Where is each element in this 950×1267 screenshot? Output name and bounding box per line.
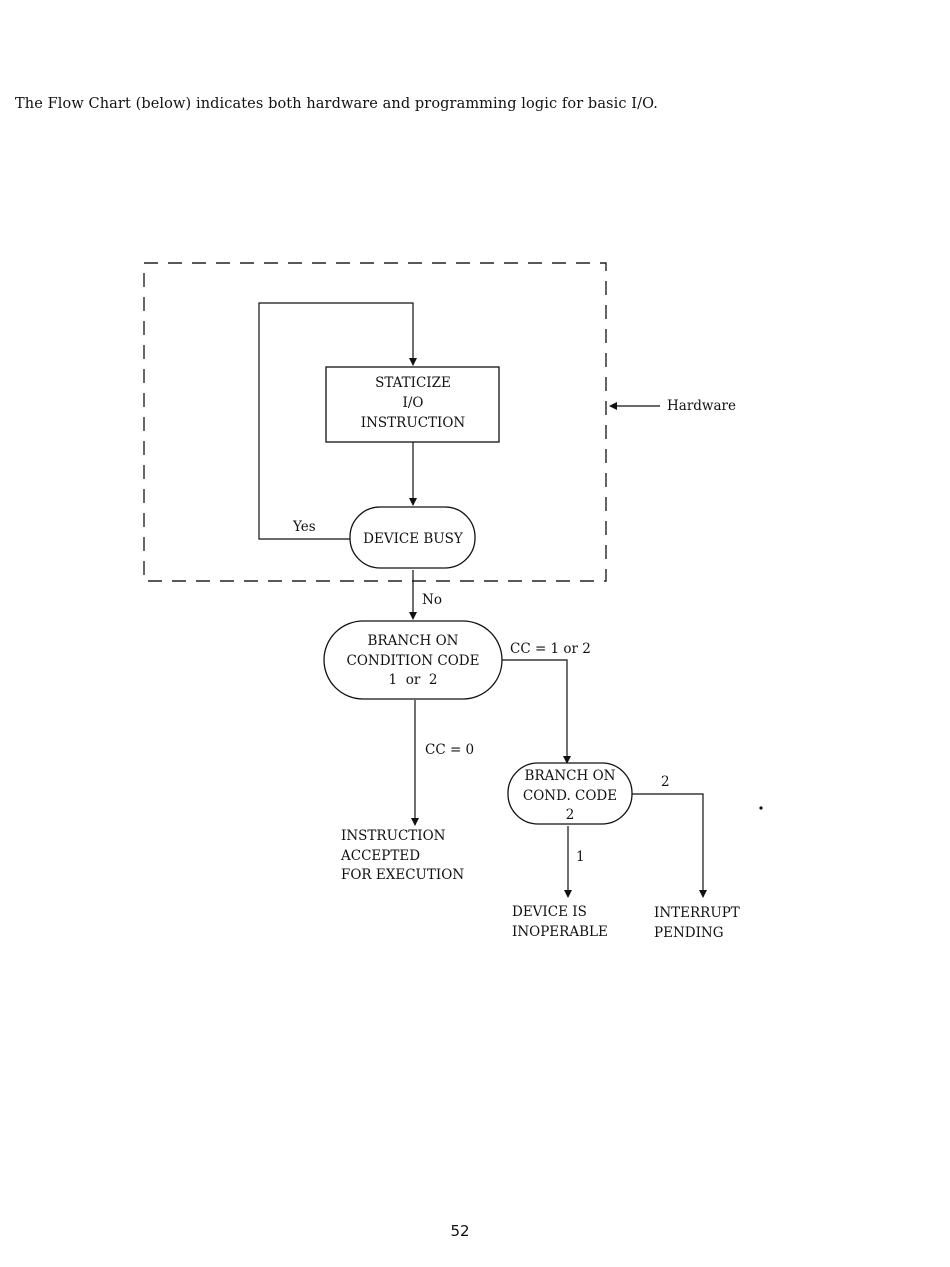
node-branch-cc-1-or-2: BRANCH ON CONDITION CODE 1 or 2 xyxy=(323,620,503,700)
node-branch2-line: COND. CODE xyxy=(523,788,617,804)
terminal-line: FOR EXECUTION xyxy=(341,867,464,883)
node-branch-line: BRANCH ON xyxy=(368,633,459,649)
intro-text: The Flow Chart (below) indicates both ha… xyxy=(15,96,658,112)
terminal-line: PENDING xyxy=(654,925,724,941)
terminal-instruction-accepted: INSTRUCTION ACCEPTED FOR EXECUTION xyxy=(340,828,464,883)
edge-label-1: 1 xyxy=(576,849,585,865)
edge-label-no: No xyxy=(422,592,442,608)
terminal-device-inoperable: DEVICE IS INOPERABLE xyxy=(512,904,608,940)
edge-cond-code-2-to-interrupt-pending xyxy=(632,793,707,898)
stray-mark xyxy=(759,806,763,810)
edge-device-busy-yes-loop xyxy=(258,302,417,540)
node-staticize-line: STATICIZE xyxy=(375,375,451,391)
terminal-interrupt-pending: INTERRUPT PENDING xyxy=(654,905,740,941)
terminal-line: ACCEPTED xyxy=(340,848,420,864)
hardware-boundary xyxy=(143,262,607,582)
node-staticize-line: I/O xyxy=(403,395,424,411)
node-branch2-line: BRANCH ON xyxy=(525,768,616,784)
edge-branch-to-cond-code-2 xyxy=(502,659,571,764)
node-staticize-line: INSTRUCTION xyxy=(361,415,466,431)
node-branch-line: 1 or 2 xyxy=(389,672,438,688)
terminal-line: INTERRUPT xyxy=(654,905,740,921)
node-branch-cond-code-2: BRANCH ON COND. CODE 2 xyxy=(507,762,633,825)
node-branch2-line: 2 xyxy=(566,807,575,823)
node-staticize: STATICIZE I/O INSTRUCTION xyxy=(325,366,500,443)
edge-label-cc-1-or-2: CC = 1 or 2 xyxy=(510,641,591,657)
terminal-line: DEVICE IS xyxy=(512,904,587,920)
node-device-busy: DEVICE BUSY xyxy=(349,506,476,569)
node-branch-line: CONDITION CODE xyxy=(347,653,480,669)
node-device-busy-label: DEVICE BUSY xyxy=(363,531,464,547)
hardware-label: Hardware xyxy=(667,398,736,414)
hardware-callout: Hardware xyxy=(609,398,736,414)
edge-label-cc-0: CC = 0 xyxy=(425,742,474,758)
terminal-line: INOPERABLE xyxy=(512,924,608,940)
edge-label-yes: Yes xyxy=(292,519,316,535)
page-number: 52 xyxy=(450,1222,470,1240)
edge-label-2: 2 xyxy=(661,774,670,790)
terminal-line: INSTRUCTION xyxy=(341,828,446,844)
